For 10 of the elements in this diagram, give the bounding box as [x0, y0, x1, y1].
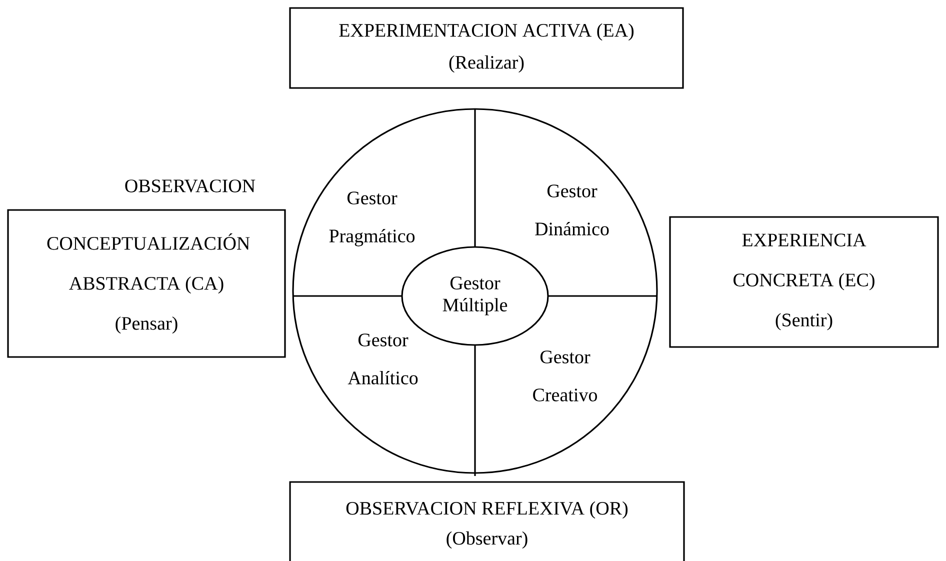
quadrant-label: Gestor Pragmático [329, 192, 415, 246]
quadrant-label: Gestor Dinámico [535, 184, 609, 236]
quadrant-circle [292, 108, 658, 474]
heading-label: OBSERVACION [125, 180, 256, 192]
quadrant-label: Gestor Analítico [348, 334, 418, 384]
quadrant-label: Gestor Creativo [533, 350, 597, 402]
text-box: EXPERIENCIA CONCRETA (EC) (Sentir) [669, 216, 939, 348]
text-box: CONCEPTUALIZACIÓN ABSTRACTA (CA) (Pensar) [7, 209, 286, 358]
text-box: OBSERVACION REFLEXIVA (OR) (Observar) [289, 481, 685, 561]
text-box: EXPERIMENTACION ACTIVA (EA) (Realizar) [289, 7, 684, 89]
